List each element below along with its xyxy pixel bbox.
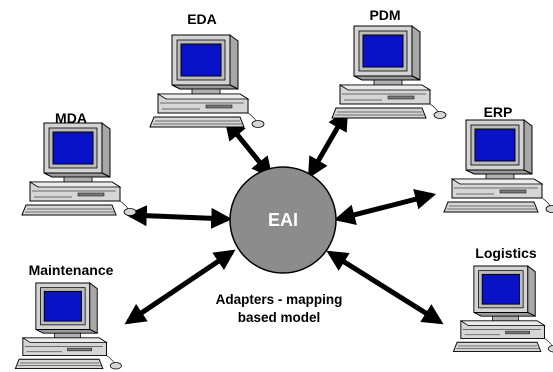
arrow-erp-eai — [333, 188, 437, 226]
arrow-eda-eai — [224, 118, 273, 179]
node-label-pdm: PDM — [369, 7, 400, 23]
computer-icon — [149, 34, 265, 128]
node-erp — [443, 119, 553, 213]
computer-icon — [452, 265, 553, 353]
computer-icon — [443, 119, 553, 213]
caption-line-1: Adapters - mapping — [216, 292, 343, 307]
caption: Adapters - mapping based model — [216, 292, 343, 325]
node-logistics — [452, 265, 553, 353]
arrow-pdm-eai — [307, 109, 349, 179]
node-pdm — [331, 25, 447, 119]
node-label-logistics: Logistics — [475, 245, 537, 261]
node-label-eda: EDA — [187, 11, 217, 27]
computer-icon — [21, 122, 137, 216]
arrow-maintenance-eai — [124, 249, 236, 325]
arrow-logistics-eai — [326, 250, 444, 325]
eai-hub: EAI — [229, 166, 337, 274]
connector-arrows — [124, 109, 444, 325]
node-mda — [21, 122, 137, 216]
caption-line-2: based model — [238, 310, 321, 325]
computer-icon — [331, 25, 447, 119]
node-eda — [149, 34, 265, 128]
node-label-erp: ERP — [484, 104, 513, 120]
node-maintenance — [14, 282, 122, 370]
node-label-mda: MDA — [55, 110, 87, 126]
node-label-maintenance: Maintenance — [29, 262, 114, 278]
arrow-mda-eai — [125, 205, 233, 229]
computer-icon — [14, 282, 122, 370]
eai-hub-label: EAI — [268, 210, 298, 230]
